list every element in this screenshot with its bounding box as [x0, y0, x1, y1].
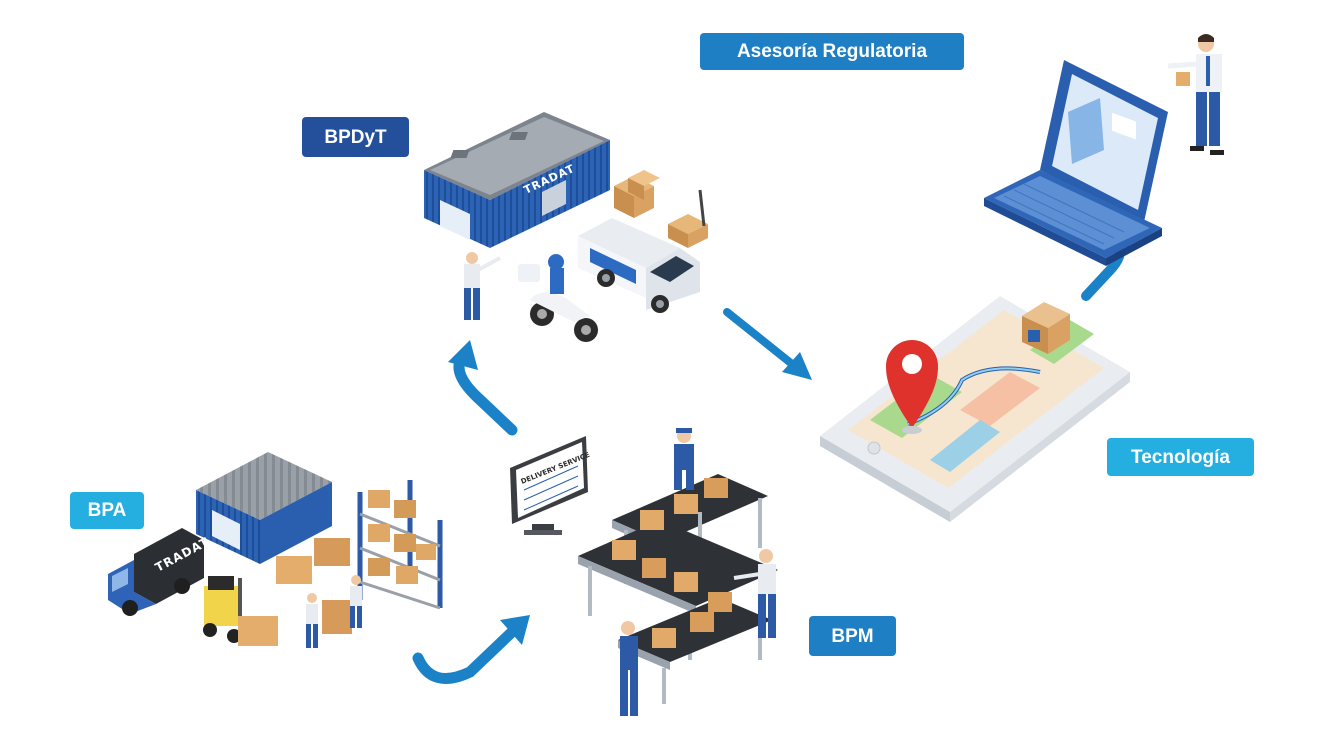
arrow-bpm-to-bpdyt	[448, 340, 518, 436]
person-icon	[620, 428, 776, 716]
boxes-stack	[238, 538, 352, 646]
laptop-icon	[984, 60, 1168, 266]
label-bpdyt: BPDyT	[302, 117, 409, 157]
label-bpa: BPA	[70, 492, 144, 529]
monitor-icon: DELIVERY SERVICE	[510, 436, 591, 535]
label-bpm: BPM	[809, 616, 896, 656]
scooter-icon	[518, 254, 598, 342]
person-icon	[464, 252, 501, 320]
van-icon	[578, 218, 700, 313]
label-asesoria-regulatoria: Asesoría Regulatoria	[700, 33, 964, 70]
label-tecnologia: Tecnología	[1107, 438, 1254, 476]
person-icon	[1167, 34, 1224, 155]
warehouse-icon: TRADAT	[424, 112, 610, 248]
arrow-bpdyt-to-tecnologia	[723, 308, 812, 380]
shelving-icon	[357, 480, 443, 610]
map-pin-icon	[886, 340, 938, 434]
forklift-icon	[203, 576, 242, 643]
arrow-bpa-to-bpm	[412, 615, 530, 684]
person-icon	[306, 575, 362, 648]
conveyor-icon	[578, 474, 778, 704]
warehouse-icon	[196, 452, 332, 564]
smartphone-map-icon	[820, 296, 1130, 522]
truck-icon: TRADAT	[108, 528, 212, 616]
boxes-stack	[614, 170, 708, 248]
